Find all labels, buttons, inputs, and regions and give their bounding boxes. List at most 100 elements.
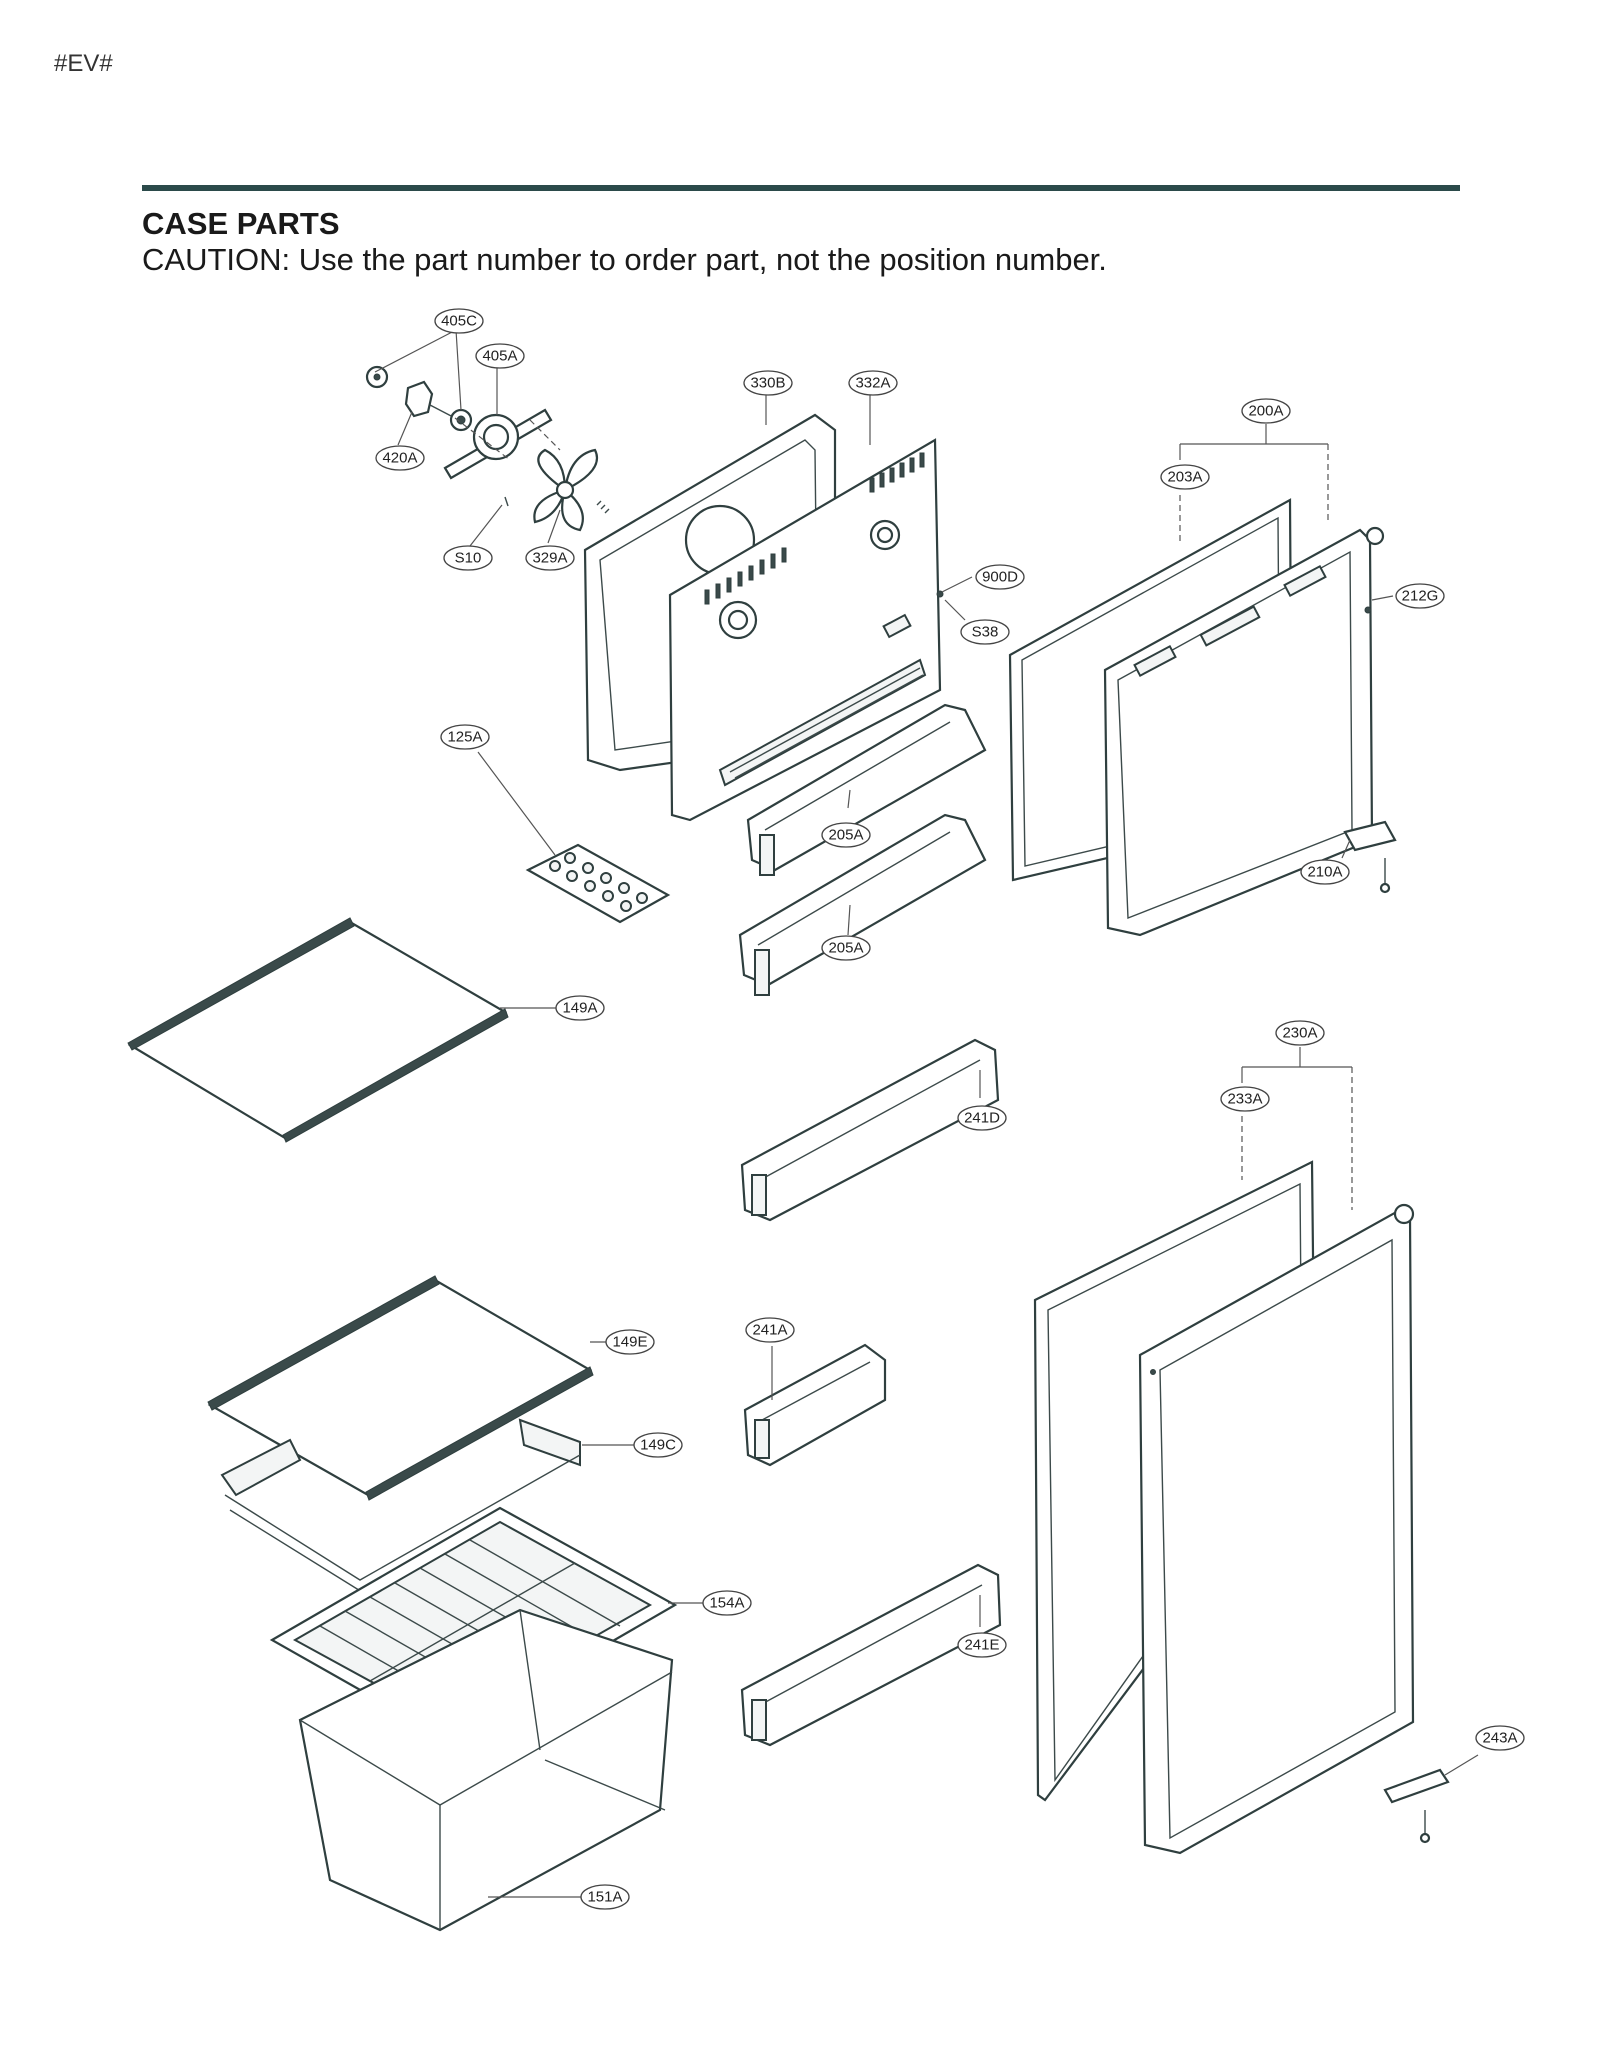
egg-tray-125a [525,843,671,924]
svg-text:420A: 420A [382,450,417,467]
svg-text:330B: 330B [750,375,785,392]
door-handle-slot-3 [1283,564,1327,598]
bin-rim [761,1361,871,1421]
leader-243a [1444,1754,1479,1776]
egg-cup [584,880,596,892]
leader-205a-upper [847,789,851,809]
door-basket-205a-lower [738,813,987,996]
door-bin-241d [740,1038,1000,1222]
grille-vents-left [704,547,787,605]
vent [879,472,885,488]
leader-lines [374,329,1479,1898]
vent [889,467,895,483]
grille-knob-left-inner [727,609,749,631]
callout-203a: 203A [1160,464,1210,490]
fan-hub [555,480,575,500]
lower-door-plug [1150,1369,1156,1375]
callout-332a: 332A [848,370,898,396]
leader-329a [547,509,561,544]
door-handle-slot-2 [1199,605,1261,647]
vent [737,571,743,587]
vent [909,457,915,473]
callout-329a: 329A [525,545,575,571]
grille-lower-vent [718,658,927,787]
assembly-dash-2 [529,419,561,451]
glass-shelf-149e [207,1275,594,1501]
svg-text:S38: S38 [972,624,999,641]
vent [726,577,732,593]
leader-s10 [469,504,503,547]
callout-s38: S38 [960,619,1010,645]
callout-241d: 241D [957,1105,1007,1131]
leader-212g [1371,595,1394,601]
vent [704,589,710,605]
svg-text:230A: 230A [1282,1025,1317,1042]
door-handle-slot-1 [1133,644,1177,678]
vent [919,452,925,468]
leader-125a [477,751,556,856]
leader-900d [941,576,973,593]
leader-s38 [944,599,966,621]
bin-end [754,1419,770,1459]
crisper-cover-center-rib [369,1562,576,1682]
crisper-cover-ribs [319,1539,621,1713]
leader-210a [1341,839,1351,859]
callout-230a: 230A [1275,1020,1325,1046]
callout-s10: S10 [443,545,493,571]
bin-body [740,1563,1002,1747]
callout-200a: 200A [1241,398,1291,424]
frame-rail-lower [229,1509,363,1593]
svg-text:210A: 210A [1307,864,1342,881]
fan-spring [596,500,610,514]
leader-205a-lower [847,904,851,936]
door-basket-205a-upper [746,703,987,876]
egg-cup [602,890,614,902]
callout-420a: 420A [375,445,425,471]
svg-text:203A: 203A [1167,469,1202,486]
basket-end [759,834,775,876]
callout-405a: 405A [475,343,525,369]
svg-text:243A: 243A [1482,1730,1517,1747]
egg-cup [564,852,576,864]
hinge-plate [1343,820,1397,852]
lower-door-hinge-cap [1393,1203,1415,1225]
shelf-trim-front [282,1008,509,1143]
shelf-frame-149c [220,1418,581,1593]
frame-left-end [220,1438,302,1497]
vent [899,462,905,478]
callout-149e: 149E [605,1329,655,1355]
fan-blade [533,448,598,532]
upper-door [1103,526,1385,937]
vent [781,547,787,563]
glass-shelf-149a [127,917,509,1143]
door-bin-241a [743,1343,887,1467]
egg-cup [600,872,612,884]
hinge-plate [1383,1768,1450,1804]
callout-151a: 151A [580,1884,630,1910]
assembly-dash-1 [454,417,511,461]
egg-cup [620,900,632,912]
svg-text:205A: 205A [828,827,863,844]
fan-motor [404,380,434,418]
callout-233a: 233A [1220,1086,1270,1112]
svg-text:241A: 241A [752,1322,787,1339]
leader-405c-grommet [455,329,462,411]
svg-text:900D: 900D [982,569,1018,586]
shelf-trim-back [207,1275,440,1411]
callout-210a: 210A [1300,859,1350,885]
leader-420a [397,411,413,446]
bin-rim [759,1059,981,1181]
svg-text:205A: 205A [828,940,863,957]
basket-rim [757,831,951,946]
svg-text:241E: 241E [964,1637,999,1654]
svg-text:405A: 405A [482,348,517,365]
lower-door-face [1159,1238,1396,1840]
callout-241a: 241A [745,1317,795,1343]
basket-end [754,949,770,996]
svg-text:233A: 233A [1227,1091,1262,1108]
upper-hinge-210a [1343,820,1397,894]
vent [748,565,754,581]
bin-body [740,1038,1000,1222]
page-code: #EV# [54,50,113,77]
bin-rim [759,1584,983,1706]
